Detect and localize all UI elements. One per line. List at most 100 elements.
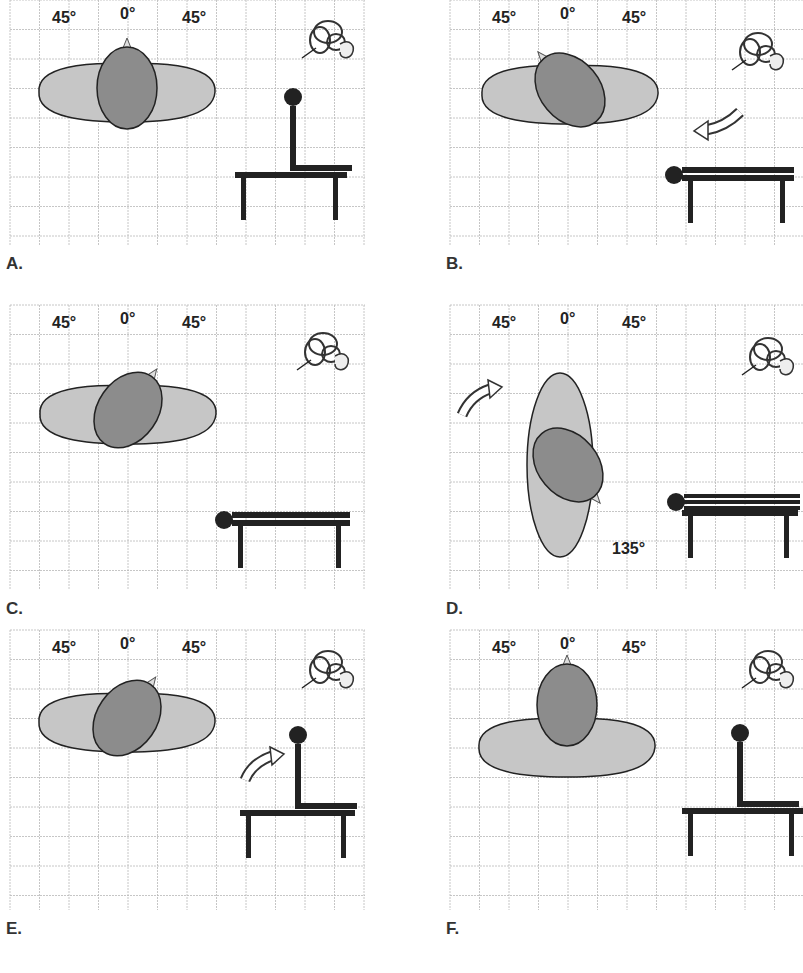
head <box>80 352 181 461</box>
grid-line <box>275 0 276 245</box>
grid-line <box>450 482 803 483</box>
motion-arrow <box>694 112 740 140</box>
grid-line <box>10 630 11 910</box>
head-outline <box>537 664 597 746</box>
angle-label: 0° <box>560 6 575 22</box>
table-figure <box>215 511 350 568</box>
grid <box>10 0 365 245</box>
grid-line <box>187 630 188 910</box>
grid-line <box>745 305 746 590</box>
grid-line <box>10 511 365 512</box>
grid <box>450 630 803 910</box>
angle-label: 45° <box>622 315 646 331</box>
grid-line <box>627 0 628 245</box>
table-figure <box>235 88 352 220</box>
grid-line <box>216 305 217 590</box>
angle-label: 0° <box>560 311 575 327</box>
grid-line <box>364 0 365 245</box>
labyrinth-icon <box>742 338 793 375</box>
grid-line <box>10 452 365 453</box>
grid-line <box>450 0 451 245</box>
grid-line <box>98 0 99 245</box>
table-figure <box>240 726 357 858</box>
angle-label: 45° <box>492 10 516 26</box>
table-figure <box>665 166 794 223</box>
grid-line <box>275 305 276 590</box>
grid-line <box>450 659 803 660</box>
grid-line <box>450 423 803 424</box>
angle-label: 0° <box>120 636 135 652</box>
grid-line <box>157 305 158 590</box>
grid-line <box>656 0 657 245</box>
grid <box>10 305 365 590</box>
grid-line <box>450 630 451 910</box>
angle-label: 135° <box>612 541 645 557</box>
grid-line <box>69 0 70 245</box>
grid-line <box>715 630 716 910</box>
grid-line <box>450 452 803 453</box>
head-outline <box>519 414 618 515</box>
grid <box>450 0 803 245</box>
head-outline <box>80 359 176 461</box>
grid-line <box>450 777 803 778</box>
head <box>519 414 623 522</box>
grid-line <box>10 630 365 631</box>
labyrinth-icon <box>302 651 353 688</box>
grid-line <box>656 305 657 590</box>
panel-letter: B. <box>446 255 463 272</box>
grid-line <box>39 0 40 245</box>
labyrinth-icon <box>742 651 793 688</box>
grid-line <box>39 630 40 910</box>
grid-line <box>10 334 365 335</box>
panel-figure <box>10 630 365 910</box>
grid-line <box>656 630 657 910</box>
grid-line <box>128 305 129 590</box>
panel-figure <box>10 0 365 245</box>
grid-line <box>509 0 510 245</box>
grid-line <box>450 895 803 896</box>
labyrinth-icon <box>732 33 783 70</box>
grid-line <box>450 59 803 60</box>
grid-line <box>450 334 803 335</box>
grid-line <box>10 147 365 148</box>
grid-line <box>597 305 598 590</box>
grid-line <box>216 0 217 245</box>
grid-line <box>246 305 247 590</box>
grid-line <box>10 305 365 306</box>
grid-line <box>187 0 188 245</box>
angle-label: 45° <box>52 640 76 656</box>
grid-line <box>450 0 803 1</box>
panel-letter: F. <box>446 920 459 937</box>
grid-line <box>364 630 365 910</box>
grid-line <box>450 305 803 306</box>
grid-line <box>305 630 306 910</box>
panel-figure <box>450 0 803 245</box>
grid-line <box>128 630 129 910</box>
grid-line <box>10 236 365 237</box>
grid-line <box>774 0 775 245</box>
grid-line <box>10 118 365 119</box>
panel-figure <box>450 630 803 910</box>
grid-line <box>10 895 365 896</box>
grid-line <box>745 630 746 910</box>
grid-line <box>187 305 188 590</box>
grid-line <box>69 630 70 910</box>
grid-line <box>98 630 99 910</box>
panel-figure <box>10 305 365 590</box>
grid-line <box>305 0 306 245</box>
grid-line <box>10 689 365 690</box>
grid-line <box>450 364 803 365</box>
grid-line <box>450 689 803 690</box>
grid-line <box>450 206 803 207</box>
head <box>79 660 180 769</box>
grid-line <box>157 630 158 910</box>
grid-line <box>10 0 365 1</box>
motion-arrow <box>462 380 502 415</box>
grid-line <box>10 206 365 207</box>
head <box>537 655 597 746</box>
grid-line <box>686 0 687 245</box>
angle-label: 0° <box>120 6 135 22</box>
panel-letter: C. <box>6 600 23 617</box>
head-outline <box>97 47 157 129</box>
grid-line <box>479 630 480 910</box>
